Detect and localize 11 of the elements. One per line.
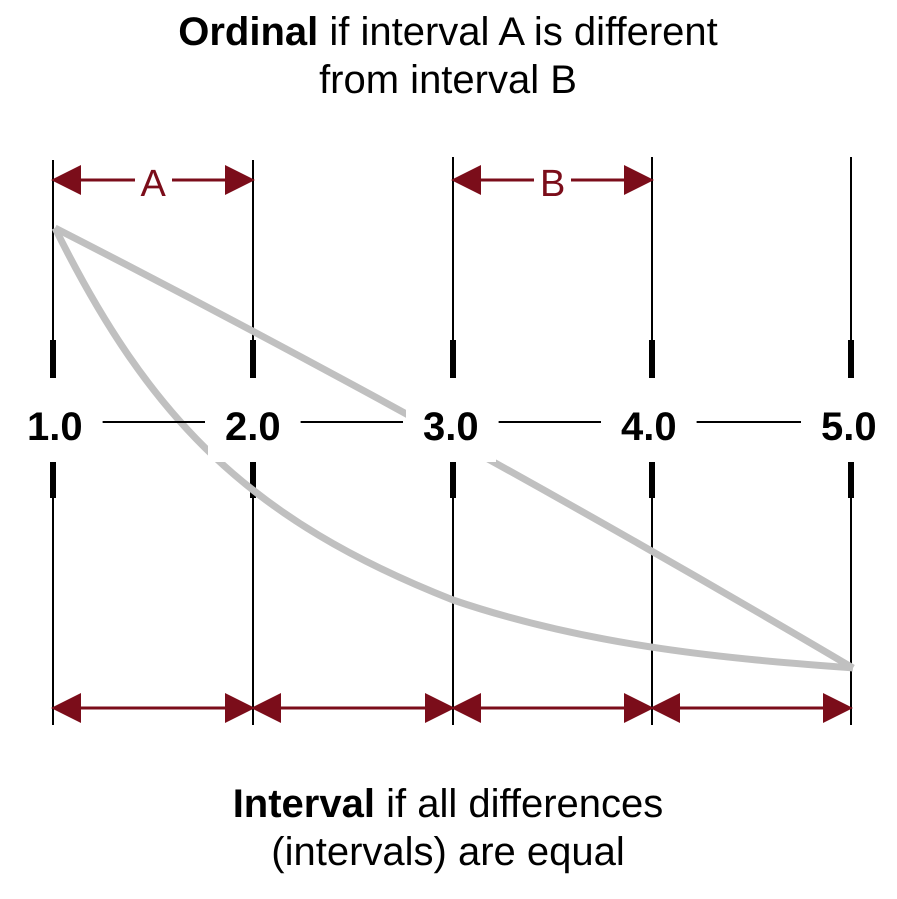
scale-value: 2.0 bbox=[205, 400, 301, 454]
title: Ordinal if interval A is different from interval B bbox=[177, 9, 719, 104]
connector-line bbox=[102, 421, 205, 423]
scale-value: 1.0 bbox=[7, 400, 103, 454]
connector-line bbox=[300, 421, 403, 423]
scale-value: 3.0 bbox=[403, 400, 499, 454]
caption: Interval if all differences (intervals) are equal bbox=[232, 781, 664, 876]
connector-line bbox=[696, 421, 801, 423]
scale-value: 5.0 bbox=[801, 400, 897, 454]
connector-line bbox=[498, 421, 601, 423]
scale-value: 4.0 bbox=[601, 400, 697, 454]
